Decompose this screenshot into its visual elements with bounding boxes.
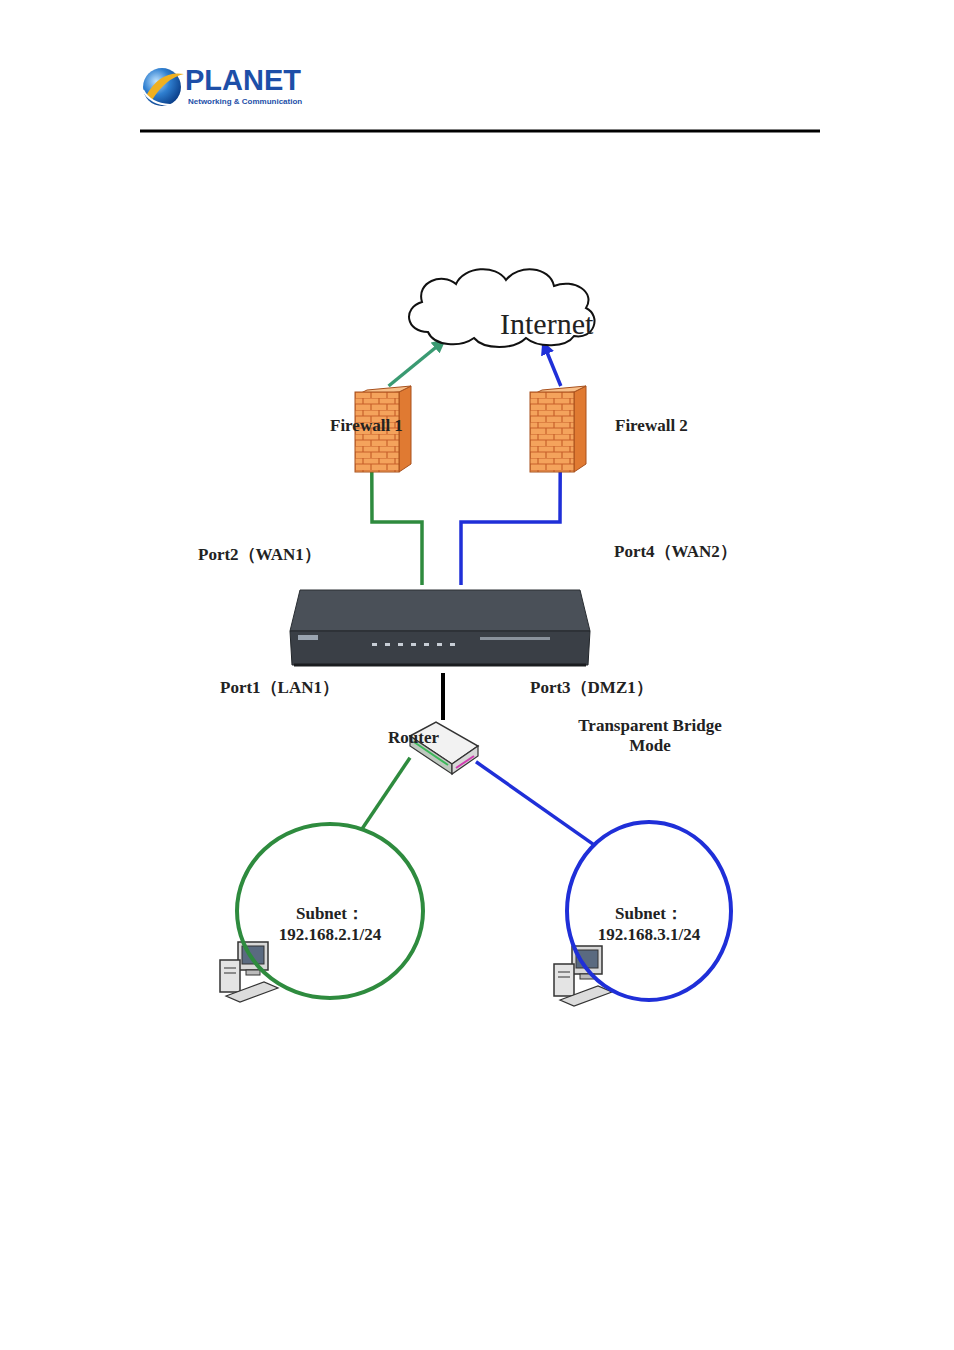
node-label: Port4（WAN2） bbox=[614, 540, 737, 563]
node-label: Internet bbox=[500, 307, 593, 341]
brick-shape bbox=[530, 386, 586, 472]
node-label: Port3（DMZ1） bbox=[530, 676, 653, 699]
device-node: Port2（WAN1）Port4（WAN2）Port1（LAN1）Port3（D… bbox=[290, 585, 590, 673]
ellipse-node: Subnet： 192.168.2.1/24 bbox=[235, 822, 425, 1000]
brick-node: Firewall 2 bbox=[530, 386, 586, 472]
connector bbox=[461, 472, 560, 585]
node-label: Subnet： 192.168.2.1/24 bbox=[255, 903, 405, 946]
brick-node: Firewall 1 bbox=[355, 386, 411, 472]
connector bbox=[362, 758, 410, 830]
node-label: Firewall 2 bbox=[615, 416, 688, 436]
node-label: Subnet： 192.168.3.1/24 bbox=[574, 903, 724, 946]
header-rule bbox=[140, 130, 820, 133]
logo-tagline: Networking & Communication bbox=[188, 97, 302, 106]
node-label: Firewall 1 bbox=[330, 416, 403, 436]
node-label: Port2（WAN1） bbox=[198, 543, 321, 566]
connector bbox=[372, 472, 422, 585]
logo-wordmark: PLANET bbox=[185, 64, 301, 97]
logo-globe bbox=[143, 68, 184, 106]
connector bbox=[476, 762, 594, 845]
device-shape bbox=[290, 585, 590, 673]
cloud-node: Internet bbox=[398, 262, 602, 348]
pc-icon bbox=[554, 946, 612, 1006]
connector bbox=[389, 340, 445, 386]
connector bbox=[441, 673, 445, 720]
node-label: Router bbox=[388, 728, 439, 748]
router-node: Router bbox=[406, 720, 480, 778]
ellipse-node: Subnet： 192.168.3.1/24 bbox=[565, 820, 733, 1002]
mode-label: Transparent Bridge Mode bbox=[575, 716, 725, 757]
connector bbox=[543, 342, 561, 386]
node-label: Port1（LAN1） bbox=[220, 676, 339, 699]
